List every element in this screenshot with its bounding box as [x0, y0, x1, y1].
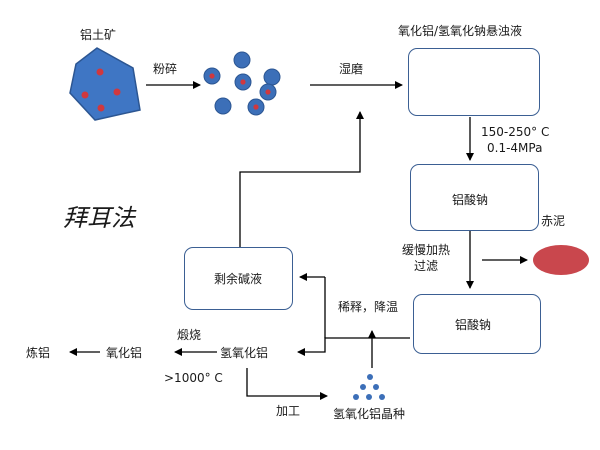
wet-grind-label: 湿磨 — [339, 62, 364, 76]
smelt-label: 炼铝 — [26, 346, 51, 360]
red-mud-label: 赤泥 — [541, 214, 566, 228]
alumina-label: 氧化铝 — [106, 346, 143, 360]
crushed-red-dots — [209, 73, 271, 110]
process-label: 加工 — [276, 404, 301, 418]
calcine-label: 煅烧 — [177, 328, 202, 342]
pressure-label: 0.1-4MPa — [487, 141, 543, 155]
red-mud-shape — [533, 245, 589, 275]
ore-red-dot — [96, 68, 104, 76]
slurry-label: 氧化铝/氢氧化钠悬浊液 — [398, 24, 523, 38]
arrow-recycle-alkali — [239, 111, 364, 247]
calcine-temp-label: >1000° C — [164, 371, 223, 385]
sodium-aluminate-box-2 — [413, 294, 541, 354]
dilute-cool-label: 稀释，降温 — [338, 300, 399, 314]
slurry-tank — [408, 48, 540, 116]
seed-label: 氢氧化铝晶种 — [333, 407, 406, 421]
crush-label: 粉碎 — [153, 62, 178, 76]
remaining-alkali-box — [184, 247, 293, 310]
bauxite-ore-shape — [69, 47, 141, 121]
arrow-to-hydroxide — [297, 337, 410, 356]
arrow-process — [246, 368, 328, 400]
ore-red-dot — [81, 91, 89, 99]
sodium-aluminate-2-label: 铝酸钠 — [455, 318, 492, 332]
sodium-aluminate-box-1 — [410, 164, 539, 231]
temperature-label: 150-250° C — [481, 125, 550, 139]
al-hydroxide-label: 氢氧化铝 — [220, 346, 269, 360]
ore-red-dot — [113, 88, 121, 96]
slow-heat-label: 缓慢加热 — [402, 243, 451, 257]
ore-red-dot — [97, 104, 105, 112]
seed-particles — [353, 374, 385, 400]
diagram-title: 拜耳法 — [63, 204, 135, 232]
filter-label: 过滤 — [414, 259, 439, 273]
remaining-alkali-label: 剩余碱液 — [214, 272, 263, 286]
bauxite-label: 铝土矿 — [80, 28, 117, 42]
sodium-aluminate-1-label: 铝酸钠 — [452, 193, 489, 207]
